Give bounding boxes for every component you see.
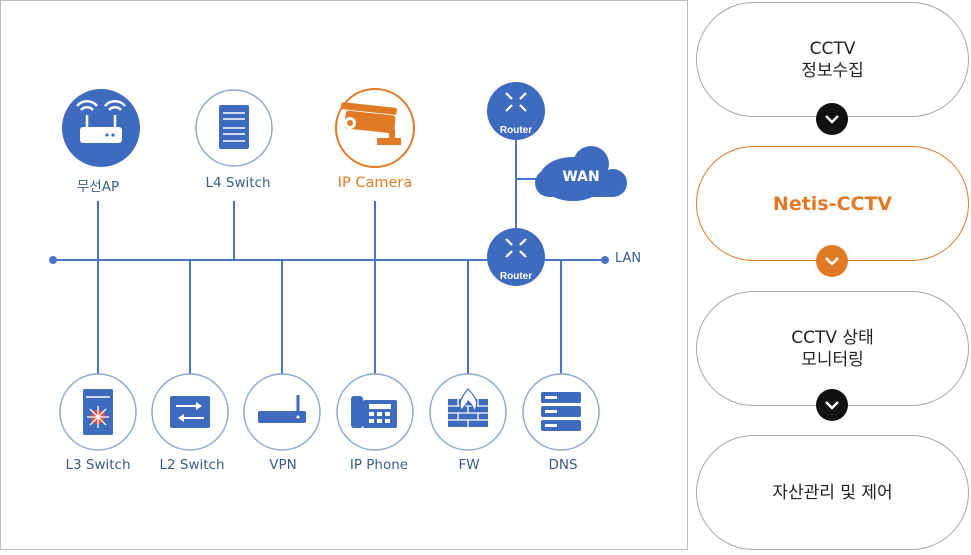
router-icon: Router <box>487 228 545 286</box>
flow-step-collect: CCTV 정보수집 <box>696 2 969 117</box>
flow-step-netis-cctv: Netis-CCTV <box>696 146 969 261</box>
wan-label: WAN <box>562 169 600 185</box>
svg-text:Router: Router <box>500 271 532 282</box>
network-diagram: Router Router <box>49 82 627 451</box>
cloud-icon <box>535 146 627 201</box>
vpn-device-icon <box>243 373 321 451</box>
lan-left-endpoint <box>49 256 57 264</box>
flow-step-asset-control: 자산관리 및 제어 <box>696 435 969 550</box>
dns-label: DNS <box>548 457 578 473</box>
chevron-down-icon <box>816 245 848 277</box>
l3-switch-label: L3 Switch <box>65 457 131 473</box>
phone-icon <box>336 373 414 451</box>
cctv-camera-icon <box>335 88 415 168</box>
ip-phone-label: IP Phone <box>349 457 409 473</box>
chevron-down-icon <box>816 103 848 135</box>
chevron-down-icon <box>816 389 848 421</box>
network-diagram-panel: Router Router <box>0 0 688 550</box>
ip-camera-label: IP Camera <box>337 175 413 191</box>
wifi-router-icon <box>62 89 140 167</box>
svg-text:Router: Router <box>500 125 532 136</box>
fw-label: FW <box>458 457 480 473</box>
l2-switch-icon <box>151 373 229 451</box>
l4-switch-label: L4 Switch <box>205 175 271 191</box>
lan-right-endpoint <box>601 256 609 264</box>
vpn-label: VPN <box>269 457 297 473</box>
flow-step-monitoring: CCTV 상태 모니터링 <box>696 291 969 406</box>
l2-switch-label: L2 Switch <box>159 457 225 473</box>
router-icon: Router <box>487 82 545 140</box>
lan-label: LAN <box>615 251 642 266</box>
switch-rack-icon <box>195 89 273 167</box>
wireless-ap-label: 무선AP <box>76 179 120 195</box>
firewall-icon <box>429 373 507 451</box>
l3-switch-icon <box>59 373 137 451</box>
server-stack-icon <box>522 373 600 451</box>
